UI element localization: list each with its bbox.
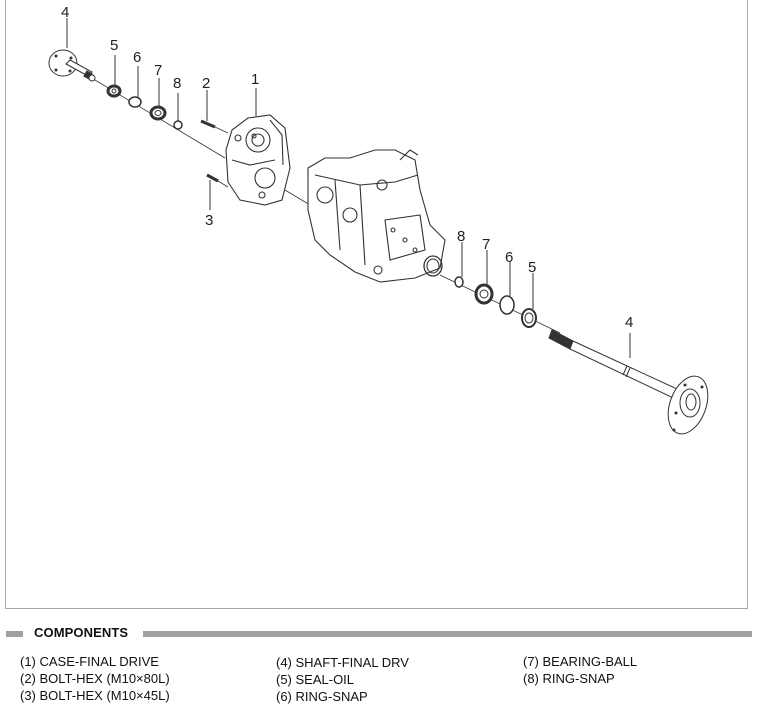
callout-1: 1 xyxy=(251,71,259,88)
ring-snap-small-left-part xyxy=(173,120,183,130)
components-header: COMPONENTS xyxy=(0,624,758,644)
callout-4-right: 4 xyxy=(625,314,633,331)
callout-5-left: 5 xyxy=(110,37,118,54)
callout-3: 3 xyxy=(205,212,213,229)
bolt-3-part xyxy=(206,173,229,188)
bearing-right-part xyxy=(474,283,494,305)
exploded-diagram: 4 5 6 7 8 2 1 3 8 7 6 5 4 xyxy=(48,4,709,435)
component-item: (7) BEARING-BALL xyxy=(523,654,638,669)
callout-8-left: 8 xyxy=(173,75,181,92)
callout-5-right: 5 xyxy=(528,259,536,276)
callout-7-right: 7 xyxy=(482,236,490,253)
callout-6-right: 6 xyxy=(505,249,513,266)
ring-snap-right-part xyxy=(499,295,515,315)
component-item: (3) BOLT-HEX (M10×45L) xyxy=(20,688,170,703)
seal-oil-right-part xyxy=(521,308,537,328)
ring-snap-left-part xyxy=(128,96,142,108)
callout-4-left: 4 xyxy=(61,4,69,21)
bolt-2-part xyxy=(200,119,229,134)
component-item: (8) RING-SNAP xyxy=(523,671,615,686)
callout-8-right: 8 xyxy=(457,228,465,245)
bearing-left-part xyxy=(149,105,167,121)
components-column-2: (4) SHAFT-FINAL DRV (5) SEAL-OIL (6) RIN… xyxy=(276,654,409,705)
callout-2: 2 xyxy=(202,75,210,92)
case-cover-part xyxy=(225,114,291,206)
components-column-3: (7) BEARING-BALL (8) RING-SNAP xyxy=(523,653,637,687)
shaft-right-part xyxy=(548,329,709,435)
seal-oil-left-part xyxy=(106,84,122,98)
section-title: COMPONENTS xyxy=(34,625,129,640)
ring-snap-small-right-part xyxy=(454,276,464,288)
component-item: (6) RING-SNAP xyxy=(276,689,368,704)
header-bar-left xyxy=(6,631,23,637)
component-item: (5) SEAL-OIL xyxy=(276,672,355,687)
components-column-1: (1) CASE-FINAL DRIVE (2) BOLT-HEX (M10×8… xyxy=(20,653,170,704)
header-bar-right xyxy=(143,631,752,637)
callout-6-left: 6 xyxy=(133,49,141,66)
main-case-part xyxy=(307,149,446,283)
component-item: (4) SHAFT-FINAL DRV xyxy=(276,655,409,670)
callout-7-left: 7 xyxy=(154,62,162,79)
shaft-left-part xyxy=(48,49,96,82)
component-item: (1) CASE-FINAL DRIVE xyxy=(20,654,159,669)
component-item: (2) BOLT-HEX (M10×80L) xyxy=(20,671,170,686)
